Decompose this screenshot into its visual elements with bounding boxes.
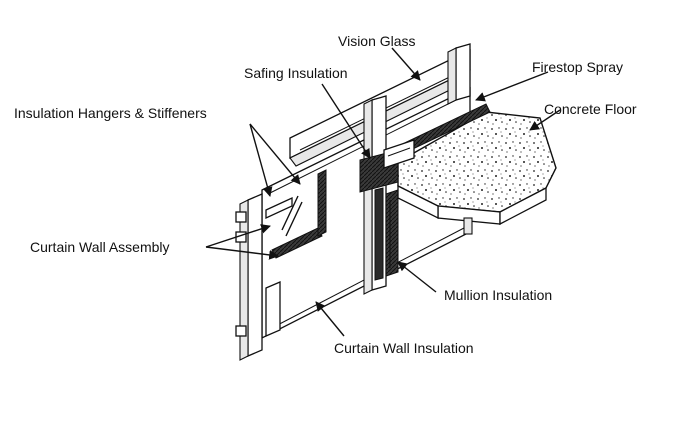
safing-insulation bbox=[359, 139, 415, 193]
label-firestop-spray: Firestop Spray bbox=[532, 59, 623, 75]
label-concrete-floor: Concrete Floor bbox=[544, 101, 637, 117]
left-mullion bbox=[235, 193, 263, 361]
mullion-insulation bbox=[385, 189, 399, 277]
label-curtain-wall-insulation: Curtain Wall Insulation bbox=[334, 340, 474, 356]
concrete-floor bbox=[397, 111, 557, 235]
right-mullion bbox=[447, 43, 471, 105]
label-curtain-wall-assembly: Curtain Wall Assembly bbox=[30, 239, 170, 255]
center-mullion bbox=[363, 95, 387, 295]
label-vision-glass: Vision Glass bbox=[338, 33, 416, 49]
leader-lines bbox=[205, 47, 561, 337]
label-mullion-insulation: Mullion Insulation bbox=[444, 287, 552, 303]
label-safing-insulation: Safing Insulation bbox=[244, 65, 348, 81]
label-insulation-hangers: Insulation Hangers & Stiffeners bbox=[14, 105, 207, 121]
insulation-hangers-stiffeners bbox=[265, 169, 327, 337]
